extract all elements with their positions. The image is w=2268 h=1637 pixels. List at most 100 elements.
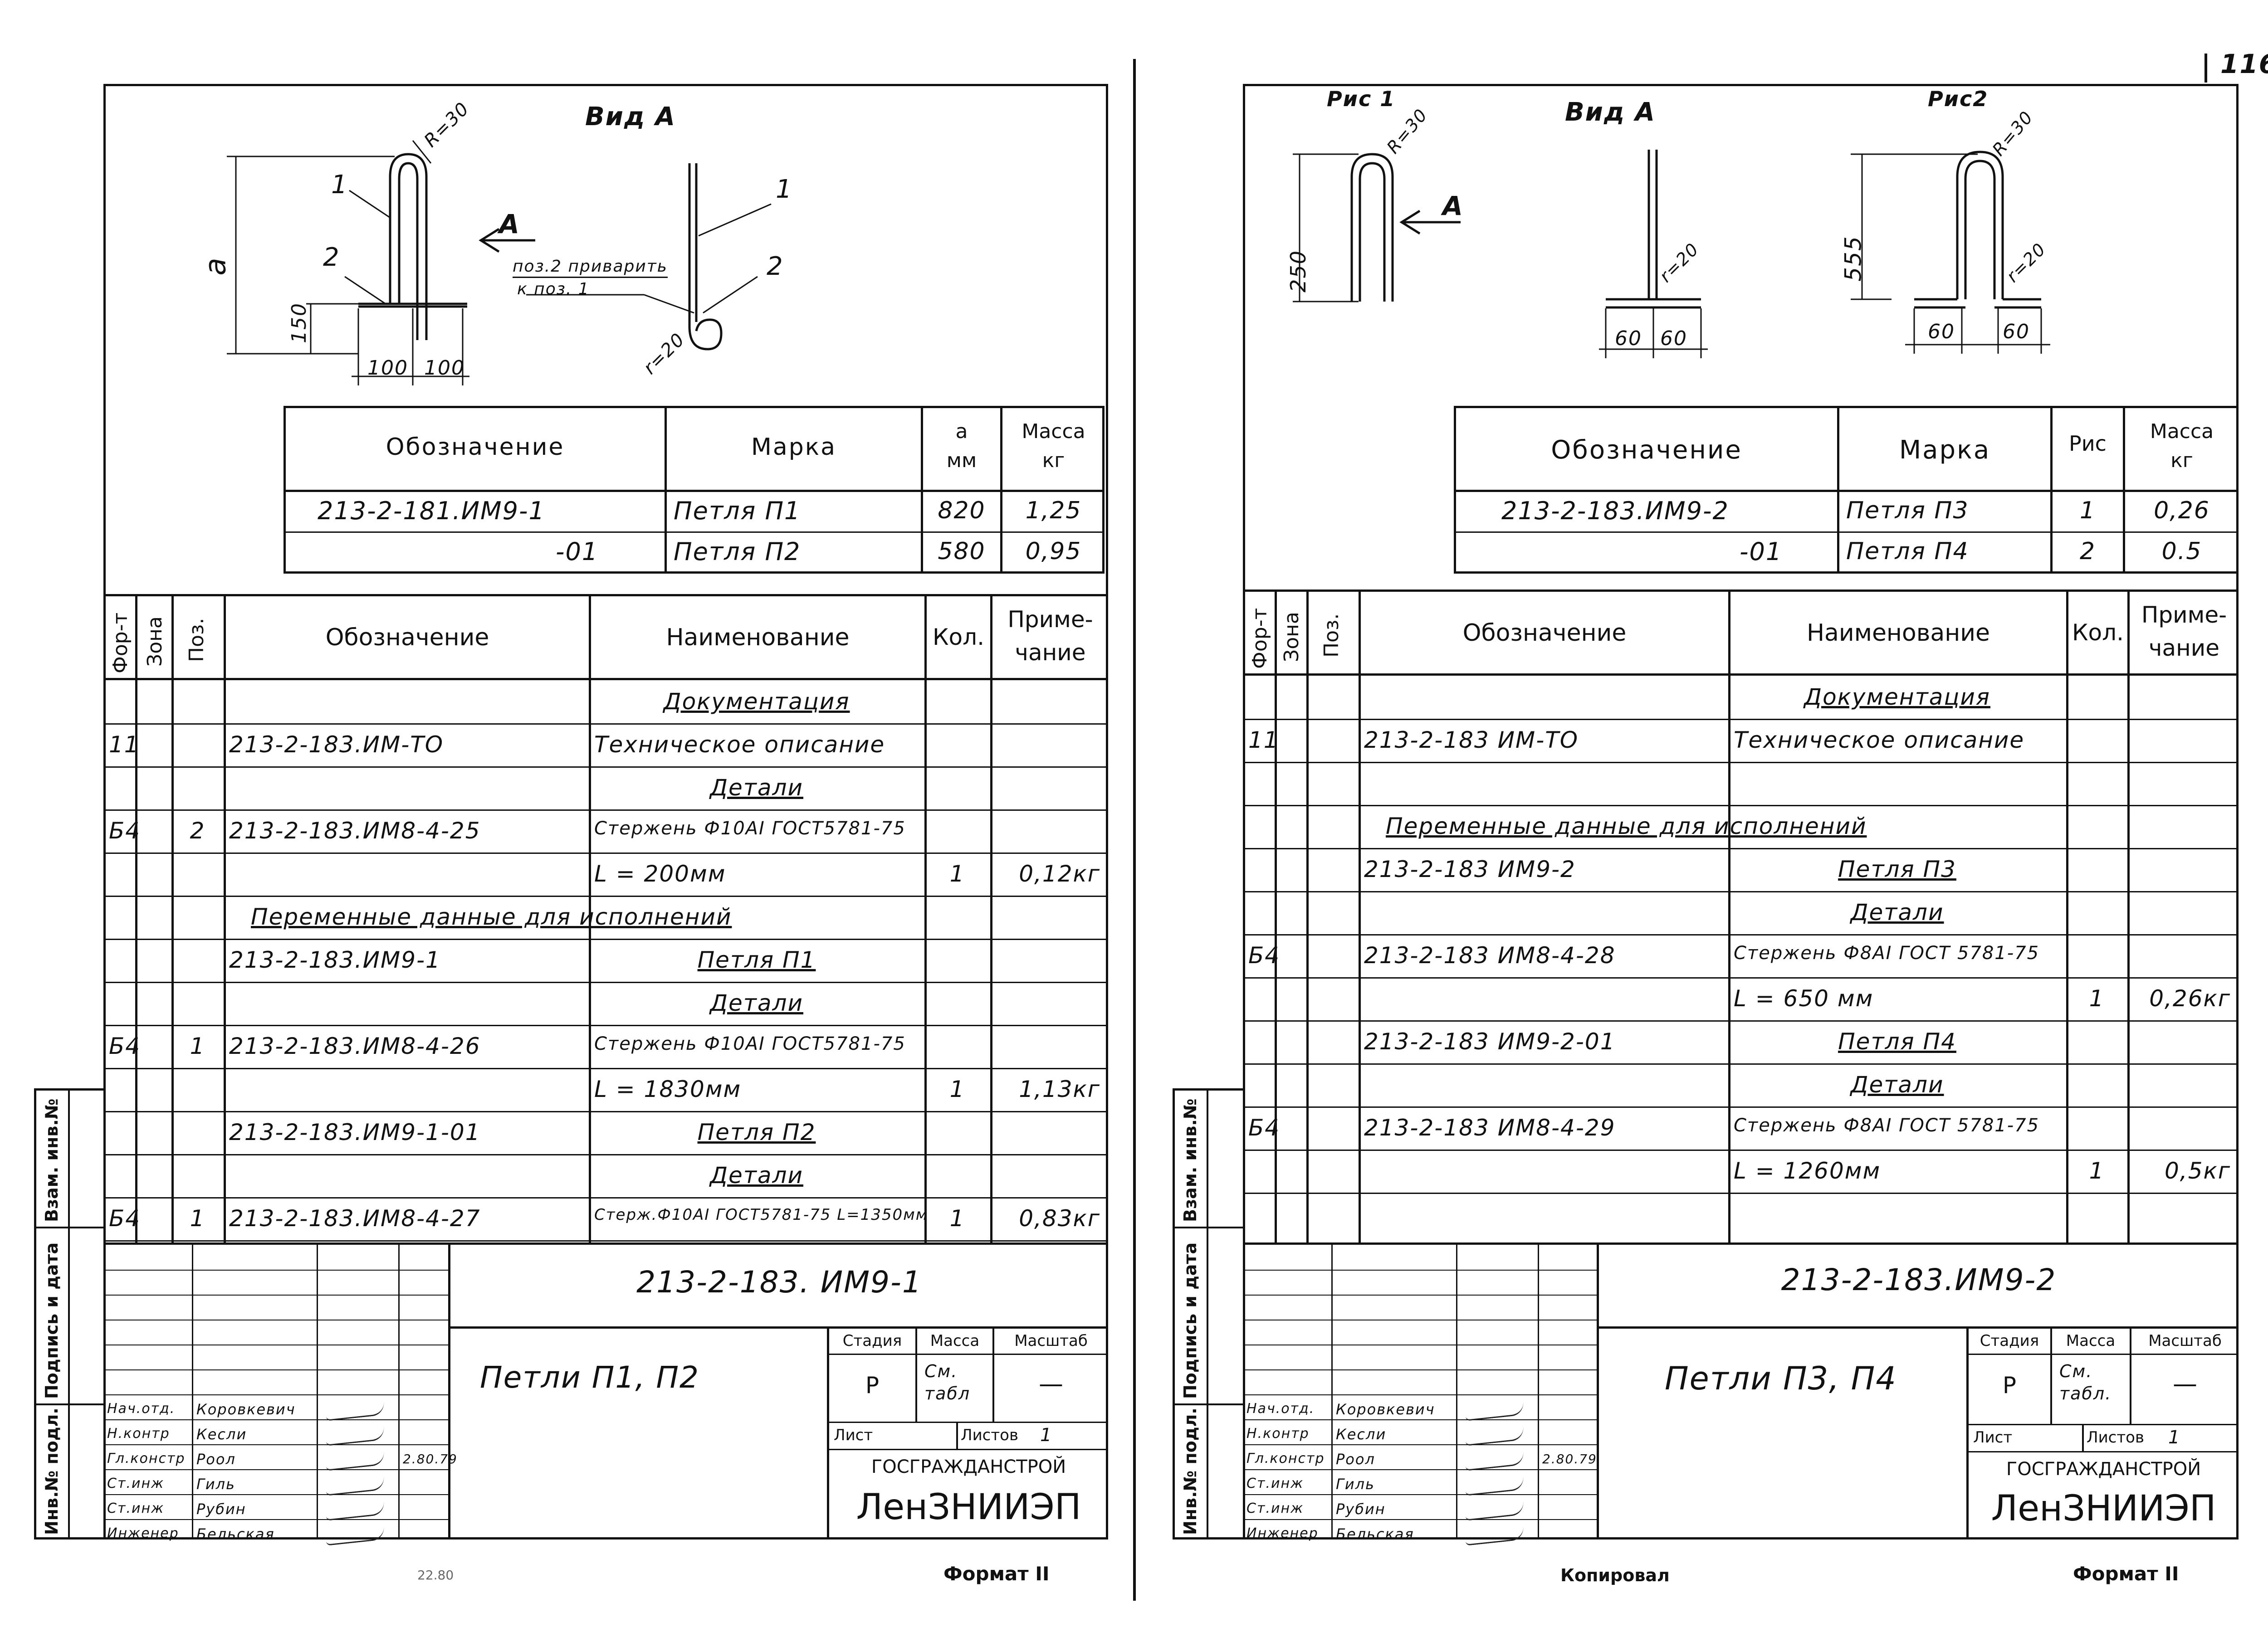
right-spec-header-format: Фор-т	[1248, 608, 1271, 669]
spec-cell-qty: 1	[2089, 985, 2105, 1012]
stamp-person-name: Гиль	[196, 1476, 235, 1493]
signature-scribble	[1464, 1501, 1525, 1521]
spec-cell-designation: 213-2-183 ИМ8-4-28	[1364, 942, 1616, 969]
right-variant-header-mark: Марка	[1899, 435, 1991, 465]
stamp-grid-line	[1243, 1394, 1597, 1395]
right-stamp-scale-header: Масштаб	[2148, 1332, 2222, 1350]
spec-row-line	[103, 1068, 1108, 1069]
right-side-label-sign: Подпись и дата	[1180, 1242, 1200, 1399]
right-loop-drawing	[1293, 150, 2050, 358]
stamp-role: Н.контр	[1246, 1426, 1310, 1442]
right-side-label-inv: Инв.№ подл.	[1180, 1408, 1200, 1535]
right-spec-header-designation: Обозначение	[1462, 619, 1627, 647]
spec-cell-format: 11	[1248, 727, 1279, 753]
right-spec-header-note: Приме- чание	[2141, 602, 2227, 661]
left-stamp-stage: Р	[865, 1372, 880, 1398]
stamp-person-name: Кесли	[1336, 1426, 1387, 1443]
left-stamp-sheet-header: Лист	[834, 1426, 873, 1444]
stamp-person-name: Кесли	[196, 1426, 247, 1443]
stamp-grid-line	[1243, 1369, 1597, 1370]
spec-cell-name: Петля П3	[1838, 856, 1956, 882]
left-section-arrow-label: А	[499, 209, 520, 239]
spec-row-line	[1243, 762, 2239, 763]
stamp-role: Инженер	[1246, 1525, 1319, 1541]
stamp-role: Гл.констр	[1246, 1451, 1325, 1466]
stamp-role: Н.контр	[107, 1426, 170, 1442]
stamp-grid-line	[103, 1270, 448, 1271]
spec-row-line	[103, 1197, 1108, 1199]
spec-cell-name: L = 1830мм	[594, 1076, 742, 1102]
right-stamp-title: Петли П3, П4	[1665, 1360, 1897, 1397]
left-bottom-mark: 22.80	[417, 1568, 454, 1583]
right-stamp: 213-2-183.ИМ9-2 Петли П3, П4 Стадия Масс…	[1243, 1242, 2239, 1546]
left-variant-row1-mass: 1,25	[1025, 497, 1082, 524]
stamp-grid-line	[1243, 1270, 1597, 1271]
spec-row-line	[1243, 1063, 2239, 1065]
left-stamp-scale-header: Масштаб	[1014, 1332, 1088, 1350]
spec-row-line	[1243, 1020, 2239, 1022]
right-spec-header-zone: Зона	[1280, 612, 1303, 662]
stamp-person-name: Коровкевич	[1336, 1401, 1435, 1418]
right-stamp-stage-header: Стадия	[1980, 1332, 2039, 1350]
left-callout-2: 2	[323, 243, 340, 272]
spec-row-line	[1243, 805, 2239, 806]
spec-cell-name: Детали	[709, 990, 804, 1016]
spec-cell-name: Техническое описание	[594, 731, 885, 758]
left-stamp: 213-2-183. ИМ9-1 Петли П1, П2 Стадия Мас…	[103, 1242, 1108, 1546]
right-drawing-frame	[1243, 84, 2239, 1540]
left-variant-row1-mark: Петля П1	[674, 497, 801, 525]
left-side-strip: Инв.№ подл. Подпись и дата Взам. инв.№	[34, 1088, 104, 1540]
left-variant-header-a: а мм	[946, 420, 977, 472]
right-variant-row1-designation: 213-2-183.ИМ9-2	[1501, 497, 1729, 525]
right-spec-header-pos: Поз.	[1320, 613, 1343, 658]
right-dim-60a: 60	[1615, 327, 1642, 350]
left-variant-header-designation: Обозначение	[386, 434, 565, 461]
right-dim-60b: 60	[1660, 327, 1687, 350]
spec-cell-note: 0,5кг	[2165, 1158, 2231, 1184]
stamp-grid-line	[1243, 1295, 1597, 1296]
left-spec-header-zone: Зона	[143, 616, 166, 667]
spec-cell-designation: 213-2-183.ИМ-ТО	[229, 731, 444, 758]
left-spec-header-designation: Обозначение	[325, 624, 489, 651]
spec-row-line	[1243, 891, 2239, 892]
left-stamp-sheets: 1	[1040, 1425, 1053, 1446]
spec-cell-name: L = 1260мм	[1734, 1158, 1881, 1184]
spec-cell-format: Б4	[1248, 1115, 1281, 1141]
right-variant-row2-designation: -01	[1740, 537, 1783, 566]
spec-cell-note: 0,26кг	[2149, 985, 2231, 1012]
right-stamp-mass: См. табл.	[2059, 1361, 2112, 1404]
stamp-grid-line	[103, 1394, 448, 1395]
spec-cell-qty: 1	[949, 1205, 965, 1232]
left-stamp-mass: См. табл	[924, 1361, 971, 1404]
left-stamp-org1: ГОСГРАЖДАНСТРОЙ	[871, 1457, 1066, 1477]
right-side-strip: Инв.№ подл. Подпись и дата Взам. инв.№	[1173, 1088, 1244, 1540]
page-number: 116	[2220, 49, 2268, 79]
left-view-label: Вид А	[585, 102, 676, 132]
spec-row-line	[1243, 977, 2239, 979]
right-dim-60c: 60	[1928, 320, 1955, 343]
stamp-grid-line	[1243, 1519, 1597, 1520]
spec-cell-designation: 213-2-183 ИМ9-2	[1364, 856, 1576, 882]
spec-cell-note: 1,13кг	[1019, 1076, 1100, 1102]
left-spec-table: Фор-т Зона Поз. Обозначение Наименование…	[103, 594, 1108, 1242]
spec-cell-note: 0,12кг	[1019, 861, 1100, 887]
stamp-grid-line	[1243, 1419, 1597, 1420]
stamp-role: Ст.инж	[107, 1476, 165, 1491]
spec-cell-designation: 213-2-183.ИМ9-1	[229, 947, 441, 973]
right-side-label-swap: Взам. инв.№	[1180, 1098, 1200, 1223]
spec-row-line	[103, 723, 1108, 725]
spec-row-line	[103, 896, 1108, 897]
signature-scribble	[1464, 1452, 1525, 1471]
right-variant-row1-mass: 0,26	[2154, 497, 2210, 524]
spec-cell-name: Стержень Ф10АI ГОСТ5781-75	[594, 1033, 906, 1054]
spec-cell-format: 11	[109, 731, 140, 758]
spec-cell-name: Детали	[709, 775, 804, 801]
spec-row-line	[103, 939, 1108, 940]
left-stamp-sheets-header: Листов	[961, 1426, 1019, 1444]
spec-cell-designation: 213-2-183.ИМ9-1-01	[229, 1119, 481, 1145]
spec-cell-designation: 213-2-183.ИМ8-4-27	[229, 1205, 481, 1232]
stamp-grid-line	[103, 1494, 448, 1495]
spec-cell-name: Стержень Ф8АI ГОСТ 5781-75	[1734, 943, 2040, 964]
stamp-person-name: Рубин	[1336, 1501, 1386, 1518]
left-stamp-mass-header: Масса	[930, 1332, 980, 1350]
